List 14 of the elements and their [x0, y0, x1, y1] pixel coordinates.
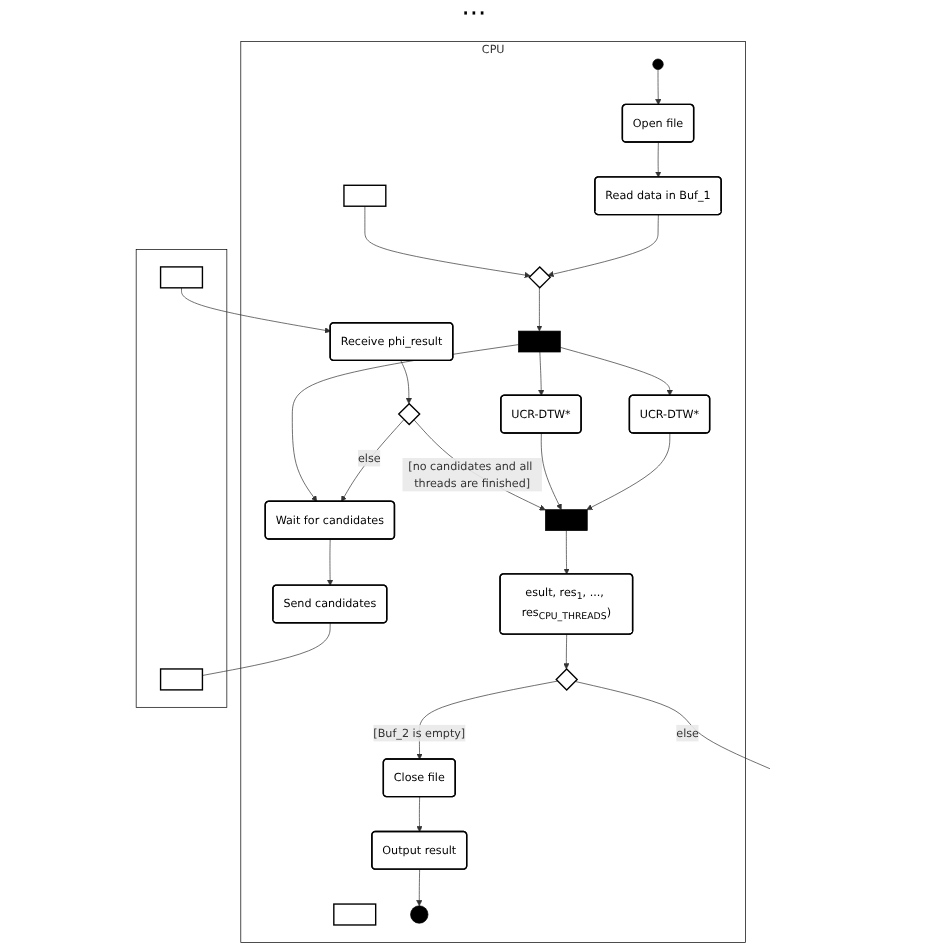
node-bar	[545, 509, 588, 531]
node-circle	[652, 58, 664, 70]
cluster	[135, 249, 228, 708]
node-box	[159, 668, 204, 691]
connector	[202, 622, 331, 676]
node-box	[333, 903, 377, 926]
node-bar	[518, 330, 561, 353]
node-diamond	[555, 667, 579, 691]
node-box	[343, 184, 387, 207]
node-box	[159, 266, 204, 289]
connector	[574, 681, 771, 770]
ellipsis-text: ···	[461, 0, 487, 30]
node-diamond	[528, 265, 552, 289]
node-diamond	[397, 402, 421, 426]
